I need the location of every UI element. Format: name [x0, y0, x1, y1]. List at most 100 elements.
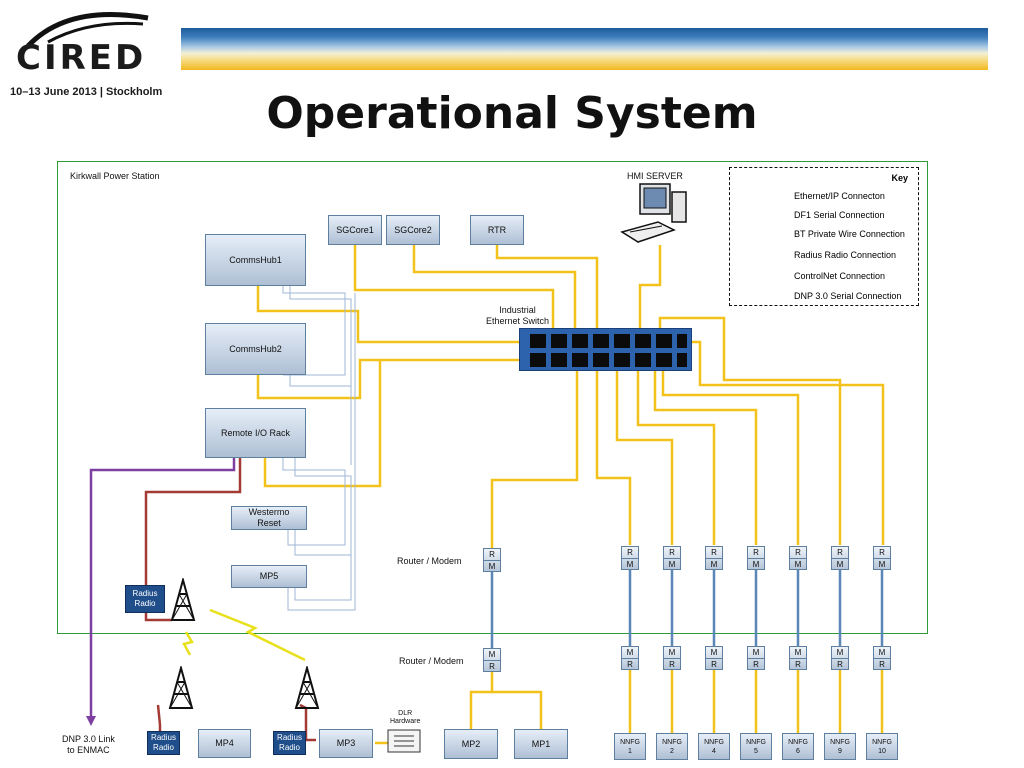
radio-tower-icon	[170, 578, 196, 621]
page-title: Operational System	[266, 88, 758, 139]
rm-port-label: R	[832, 547, 848, 559]
switch-port	[677, 353, 687, 367]
key-item-dnp: DNP 3.0 Serial Connection	[794, 291, 902, 301]
rm-port-label: M	[484, 649, 500, 661]
rm-port-label: R	[706, 547, 722, 559]
rm-port-label: R	[622, 547, 638, 559]
router-modem-label-lower: Router / Modem	[399, 656, 464, 666]
key-title: Key	[891, 173, 908, 183]
rm-port-label: R	[748, 547, 764, 559]
radio-tower-icon	[294, 666, 320, 709]
switch-port	[551, 334, 567, 348]
rm-port-label: R	[484, 549, 500, 561]
rm-port-label: M	[832, 647, 848, 659]
switch-port	[551, 353, 567, 367]
station-radius-radio: Radius Radio	[125, 585, 165, 613]
rm-port-label: M	[752, 560, 760, 569]
rm-port-label: M	[622, 647, 638, 659]
switch-port	[635, 353, 651, 367]
rm-port-label: R	[489, 662, 495, 671]
switch-label: Industrial Ethernet Switch	[486, 305, 550, 326]
mp3-node: MP3	[319, 729, 373, 758]
rm-port-label: M	[668, 560, 676, 569]
nnfg-5-node: NNFG 5	[740, 733, 772, 760]
rm-port-label: R	[879, 660, 885, 669]
nnfg-9-node: NNFG 9	[824, 733, 856, 760]
dnp-link-label: DNP 3.0 Link to ENMAC	[62, 734, 115, 755]
key-item-bt: BT Private Wire Connection	[794, 229, 905, 239]
rm-port-label: M	[710, 560, 718, 569]
switch-port	[677, 334, 687, 348]
event-date: 10–13 June 2013 | Stockholm	[10, 86, 163, 98]
rm-port-label: R	[669, 660, 675, 669]
nnfg-4-node: NNFG 4	[698, 733, 730, 760]
rm-port-label: M	[874, 647, 890, 659]
key-item-radius: Radius Radio Connection	[794, 250, 897, 260]
key-item-ethernet: Ethernet/IP Connecton	[794, 191, 885, 201]
logo-wordmark: CIRED	[16, 38, 147, 78]
switch-port	[593, 334, 609, 348]
dlr-hardware-label: DLR Hardware	[390, 710, 421, 725]
mp4-radius-radio: Radius Radio	[147, 731, 180, 755]
radio-tower-icon	[168, 666, 194, 709]
rtr-node: RTR	[470, 215, 524, 245]
mp1-node: MP1	[514, 729, 568, 759]
rm-port-label: R	[664, 547, 680, 559]
switch-port	[572, 334, 588, 348]
dlr-hardware-icon	[387, 729, 421, 753]
rm-port-label: R	[753, 660, 759, 669]
industrial-ethernet-switch	[519, 328, 692, 371]
mp2-node: MP2	[444, 729, 498, 759]
cired-logo-icon	[26, 12, 149, 48]
commshub1-node: CommsHub1	[205, 234, 306, 286]
key-item-df1: DF1 Serial Connection	[794, 210, 885, 220]
mp5-node: MP5	[231, 565, 307, 588]
switch-port	[530, 334, 546, 348]
rm-port-label: M	[664, 647, 680, 659]
rm-port-label: M	[488, 562, 496, 571]
commshub2-node: CommsHub2	[205, 323, 306, 375]
rm-port-label: R	[711, 660, 717, 669]
rm-port-label: M	[790, 647, 806, 659]
key-item-controlnet: ControlNet Connection	[794, 271, 886, 281]
rm-port-label: M	[836, 560, 844, 569]
remote-io-rack-node: Remote I/O Rack	[205, 408, 306, 458]
mp3-radius-radio: Radius Radio	[273, 731, 306, 755]
westermo-reset-node: Westermo Reset	[231, 506, 307, 530]
rm-port-label: R	[795, 660, 801, 669]
nnfg-2-node: NNFG 2	[656, 733, 688, 760]
switch-port	[593, 353, 609, 367]
switch-port	[614, 334, 630, 348]
mp4-node: MP4	[198, 729, 251, 758]
rm-port-label: R	[627, 660, 633, 669]
nnfg-10-node: NNFG 10	[866, 733, 898, 760]
sgcore2-node: SGCore2	[386, 215, 440, 245]
rm-port-label: R	[874, 547, 890, 559]
rm-port-label: M	[878, 560, 886, 569]
rm-port-label: R	[790, 547, 806, 559]
rm-port-label: M	[626, 560, 634, 569]
header-banner	[181, 28, 988, 70]
hmi-server-icon	[620, 183, 687, 243]
switch-port	[635, 334, 651, 348]
nnfg-6-node: NNFG 6	[782, 733, 814, 760]
router-modem-label-upper: Router / Modem	[397, 556, 462, 566]
rm-port-label: M	[706, 647, 722, 659]
switch-port	[530, 353, 546, 367]
hmi-server-label: HMI SERVER	[627, 171, 683, 181]
rm-port-label: M	[794, 560, 802, 569]
